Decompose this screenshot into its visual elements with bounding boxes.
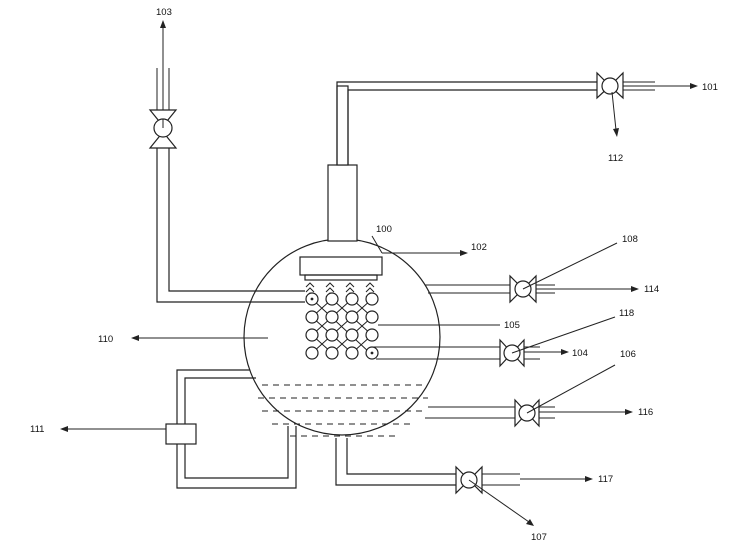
arrow-112 [611,91,619,137]
label-102: 102 [471,242,487,253]
leader-100 [371,235,383,254]
vertical-valve [148,109,178,149]
label-114: 114 [644,284,659,295]
top-valve [596,71,655,100]
pipe-117 [335,438,456,486]
label-107: 107 [531,532,547,543]
label-110: 110 [98,334,113,345]
arrow-116 [539,409,633,415]
recirculation-loop [165,369,297,489]
arrow-110 [131,335,268,341]
arrow-101 [623,83,698,89]
label-108: 108 [622,234,638,245]
pipe-104 [372,346,500,360]
label-101: 101 [702,82,718,93]
valve-116 [514,364,616,428]
arrow-107 [468,479,534,526]
valve-114 [509,242,618,304]
label-117: 117 [598,474,613,485]
arrow-104 [524,349,569,355]
label-118: 118 [619,308,634,319]
vapor-column [327,85,358,242]
top-outlet-pipe [336,81,597,165]
arrow-103 [160,20,166,110]
label-106: 106 [620,349,636,360]
label-112: 112 [608,153,623,164]
label-100: 100 [376,224,392,235]
valve-104 [499,316,616,368]
arrow-111 [60,426,166,432]
distributor [299,256,383,281]
arrow-114 [536,286,639,292]
left-pipe [156,68,305,303]
labels: 100 101 102 103 104 105 106 107 108 110 … [30,7,718,543]
label-116: 116 [638,407,653,418]
arrow-102 [382,250,468,256]
valve-117 [455,465,520,495]
label-104: 104 [572,348,588,359]
arrow-117 [520,476,593,482]
label-105: 105 [504,320,520,331]
liquid-level [258,384,428,437]
label-111: 111 [30,424,44,435]
pipe-116 [425,406,515,419]
label-103: 103 [156,7,172,18]
tube-bundle [305,292,379,360]
pipe-114 [425,284,510,294]
